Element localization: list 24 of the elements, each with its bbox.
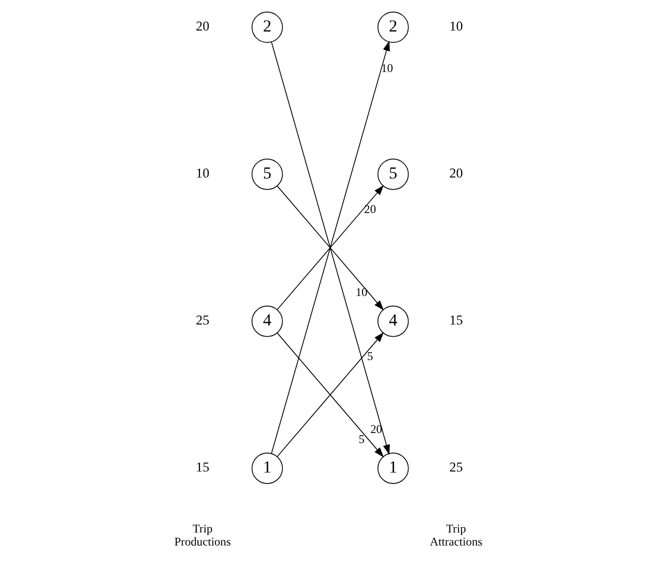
label: Trip Attractions <box>430 522 482 548</box>
edge-label: 10 <box>381 61 393 76</box>
node-circle: 2 <box>378 12 409 43</box>
node-circle: 1 <box>378 452 409 484</box>
label: Trip Productions <box>174 522 231 548</box>
node-circle: 5 <box>252 158 283 190</box>
node-circle: 1 <box>252 452 283 484</box>
edge-label: 5 <box>358 432 364 446</box>
edge-label: 5 <box>367 349 374 363</box>
node-label: 15 <box>196 460 210 475</box>
node-label: 15 <box>449 312 463 328</box>
edge-label: 10 <box>356 285 368 300</box>
node-label: 10 <box>449 18 463 34</box>
node-label: 25 <box>449 460 463 475</box>
node-label: 20 <box>449 165 463 180</box>
edge-label: 20 <box>370 422 382 436</box>
node-label: 25 <box>196 312 210 328</box>
node-circle: 4 <box>378 306 409 337</box>
edge-label: 20 <box>364 202 376 216</box>
node-label: 10 <box>196 165 210 180</box>
node-circle: 5 <box>378 158 409 190</box>
node-label: 20 <box>196 18 210 34</box>
node-circle: 4 <box>252 306 283 337</box>
node-circle: 2 <box>252 12 283 43</box>
